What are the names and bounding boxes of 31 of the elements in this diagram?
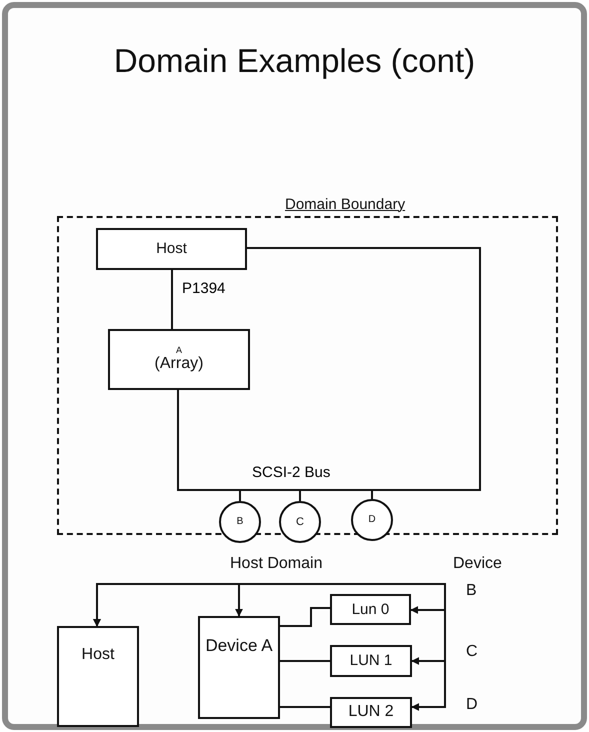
connector-line bbox=[280, 660, 330, 662]
device-box bbox=[96, 228, 247, 270]
text-label: B bbox=[466, 582, 477, 600]
node-label: Device A bbox=[205, 636, 273, 656]
node-label: LUN 2 bbox=[348, 703, 394, 722]
double-arrow bbox=[93, 583, 446, 711]
title: Domain Examples (cont) bbox=[112, 42, 476, 80]
device-box bbox=[330, 645, 412, 677]
text-label: C bbox=[466, 643, 478, 661]
text-label: D bbox=[466, 696, 478, 714]
connector-line bbox=[171, 270, 173, 329]
connector-line bbox=[177, 390, 373, 499]
node-label: C bbox=[296, 516, 304, 528]
node-label: D bbox=[368, 514, 376, 526]
device-box bbox=[330, 594, 411, 625]
device-box bbox=[330, 697, 412, 728]
text-label: Host Domain bbox=[230, 555, 322, 573]
device-box bbox=[108, 329, 250, 390]
node-label: B bbox=[236, 516, 244, 528]
node-label: A bbox=[176, 345, 182, 356]
device-box bbox=[57, 626, 139, 727]
group-heading: Domain Boundary bbox=[285, 196, 406, 213]
node-label: Host bbox=[156, 240, 187, 258]
node-label: (Array) bbox=[154, 355, 204, 374]
connector-line bbox=[280, 706, 330, 708]
node-label: Lun 0 bbox=[352, 600, 390, 618]
node-label: Host bbox=[82, 646, 114, 664]
device-box bbox=[198, 616, 280, 719]
text-label: Device bbox=[453, 555, 502, 573]
node-label: LUN 1 bbox=[350, 652, 392, 670]
connector-line bbox=[280, 607, 330, 627]
